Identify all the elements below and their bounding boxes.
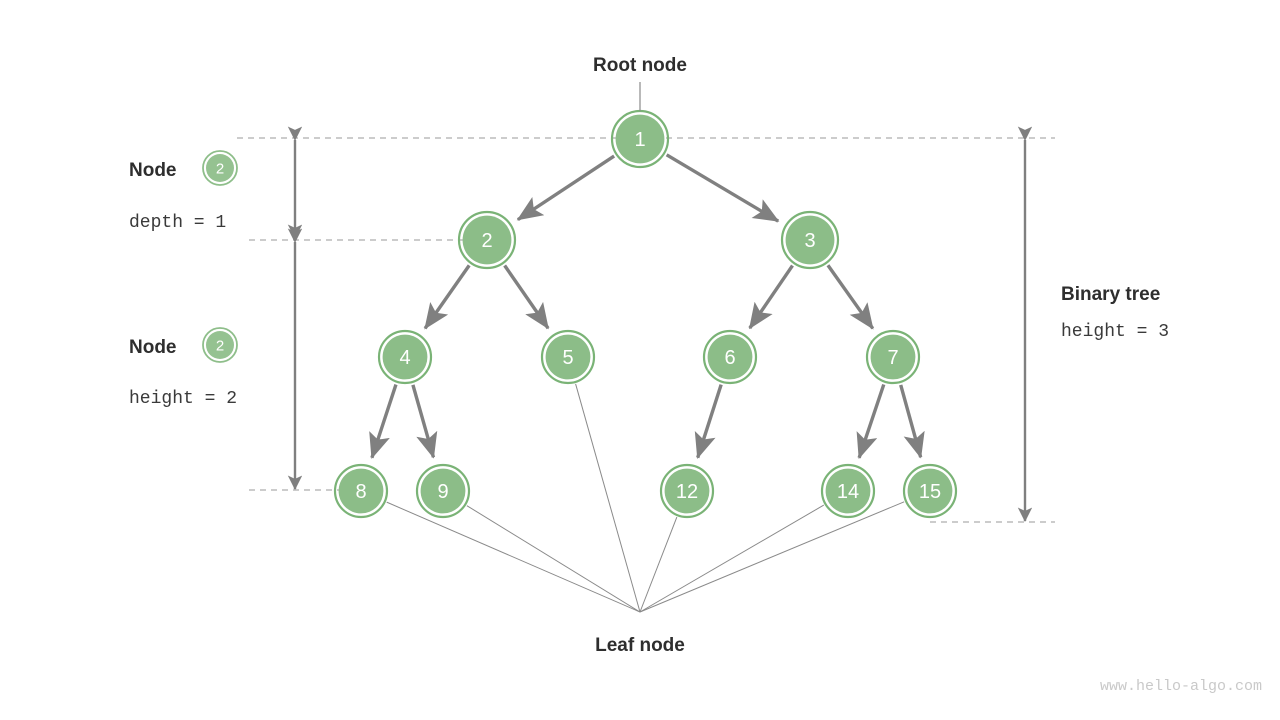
tree-node-6[interactable]: 6 [702,329,758,385]
tree-height-annotation-title: Binary tree [1061,284,1160,305]
leaf-pointer-line-n15 [639,501,905,613]
tree-height-annotation: Binary tree height = 3 [1061,284,1169,342]
node-outer-ring-8 [333,463,389,519]
depth-annotation-badge-disc [206,154,234,182]
node-disc-7 [870,334,916,380]
height-annotation-badge-value: 2 [216,338,224,355]
node-outer-ring-3 [780,210,840,270]
node-outer-ring-9 [415,463,471,519]
site-watermark: www.hello-algo.com [1100,678,1262,695]
node-disc-3 [785,215,835,265]
depth-annotation-badge-ring [202,150,238,186]
node-disc-8 [338,468,384,514]
tree-node-4[interactable]: 4 [377,329,433,385]
node-outer-ring-4 [377,329,433,385]
node-outer-ring-7 [865,329,921,385]
tree-node-12[interactable]: 12 [659,463,715,519]
tree-edge-n1-n2 [516,154,616,222]
node-disc-4 [382,334,428,380]
tree-edge-n3-n7 [826,264,875,330]
tree-edge-n2-n5 [503,264,550,330]
height-annotation-badge-ring [202,327,238,363]
tree-node-7[interactable]: 7 [865,329,921,385]
height-annotation: Node 2 height = 2 [129,327,238,409]
tree-node-5[interactable]: 5 [540,329,596,385]
tree-edges-group [369,153,925,460]
tree-edge-n7-n15 [899,384,925,459]
tree-node-8[interactable]: 8 [333,463,389,519]
height-annotation-title: Node [129,337,177,358]
measure-arrows-group [287,126,1033,522]
node-value-9: 9 [437,481,448,503]
node-outer-ring-15 [902,463,958,519]
tree-node-14[interactable]: 14 [820,463,876,519]
tree-edge-n2-n4 [423,264,471,330]
leaf-node-callout: Leaf node [595,635,685,656]
depth-annotation-badge-value: 2 [216,161,224,178]
tree-edge-n4-n9 [411,384,438,459]
node-value-5: 5 [562,347,573,369]
leaf-node-label: Leaf node [595,635,685,656]
depth-annotation-title: Node [129,160,177,181]
node-value-15: 15 [919,481,941,503]
node-disc-5 [545,334,591,380]
root-node-label: Root node [593,55,687,76]
depth-annotation-detail: depth = 1 [129,213,226,233]
root-node-callout: Root node [593,55,687,111]
node-value-6: 6 [724,347,735,369]
node-outer-ring-5 [540,329,596,385]
height-annotation-badge: 2 [202,327,238,363]
node-disc-12 [664,468,710,514]
node-value-1: 1 [634,129,645,151]
leaf-pointer-line-n9 [466,505,641,613]
node-value-12: 12 [676,481,698,503]
depth-annotation: Node 2 depth = 1 [129,150,238,233]
tree-node-3[interactable]: 3 [780,210,840,270]
leaf-pointer-line-n12 [639,516,678,613]
leaf-pointer-lines-group [386,383,905,613]
node-value-8: 8 [355,481,366,503]
leaf-pointer-line-n5 [575,383,641,613]
node-value-4: 4 [399,347,410,369]
tree-node-9[interactable]: 9 [415,463,471,519]
node-disc-14 [825,468,871,514]
tree-node-2[interactable]: 2 [457,210,517,270]
node-outer-ring-14 [820,463,876,519]
height-annotation-badge-disc [206,331,234,359]
node-outer-ring-2 [457,210,517,270]
node-value-7: 7 [887,347,898,369]
node-outer-ring-12 [659,463,715,519]
tree-node-15[interactable]: 15 [902,463,958,519]
node-disc-2 [462,215,512,265]
tree-edge-n3-n6 [748,264,794,330]
tree-height-annotation-detail: height = 3 [1061,322,1169,342]
node-value-2: 2 [481,230,492,252]
node-disc-6 [707,334,753,380]
tree-edge-n6-n12 [694,384,723,459]
tree-edge-n1-n3 [665,153,780,223]
annotations-group: Node 2 depth = 1 Node 2 height = 2 Binary tree… [129,150,1169,409]
leaf-pointer-line-n8 [386,501,641,613]
tree-node-1[interactable]: 1 [610,109,670,169]
leaf-pointer-line-n14 [639,504,825,613]
height-annotation-detail: height = 2 [129,389,237,409]
depth-annotation-badge: 2 [202,150,238,186]
node-outer-ring-6 [702,329,758,385]
node-value-3: 3 [804,230,815,252]
node-disc-1 [615,114,665,164]
tree-edge-n7-n14 [856,383,886,460]
tree-edge-n4-n8 [369,384,398,460]
node-value-14: 14 [837,481,859,503]
node-disc-9 [420,468,466,514]
node-disc-15 [907,468,953,514]
